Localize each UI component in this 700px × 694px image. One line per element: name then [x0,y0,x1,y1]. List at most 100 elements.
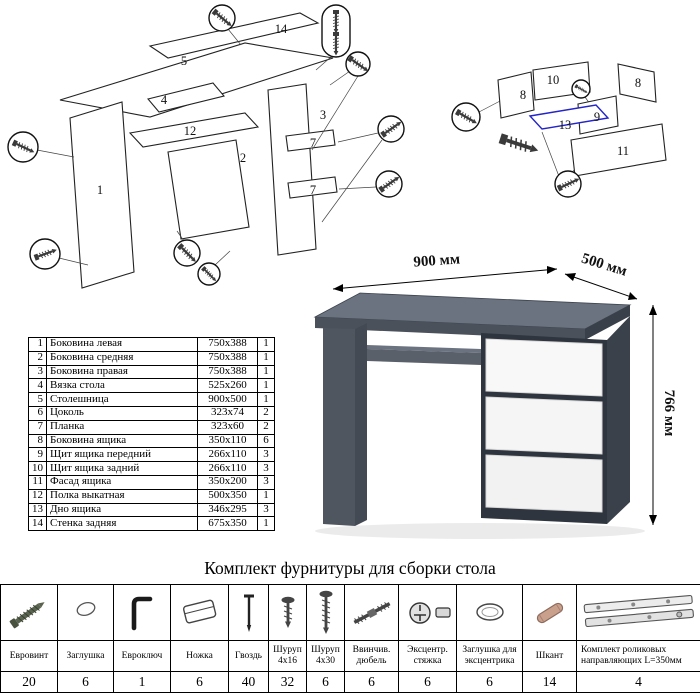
hardware-qty: 6 [306,671,345,693]
hardware-table: Евровинт Заглушка Евроключ Ножка Гвоздь … [0,584,700,693]
part-qty: 1 [257,337,275,352]
part-qty: 1 [257,516,275,532]
drawer-unit-right-side [607,316,630,524]
part-size: 350x200 [197,474,258,490]
screw-small-icon [268,584,307,641]
hardware-icons-row [0,584,700,641]
part-name: Планка [46,419,198,435]
keyboard-tray [367,349,481,365]
part-size: 500x350 [197,488,258,504]
panel-back-14 [148,12,320,59]
part-num: 11 [28,474,47,490]
hardware-qty: 32 [268,671,307,693]
panel-drawer-bottom-13 [528,104,610,130]
hardware-name: Шуруп 4x16 [268,640,307,672]
cap-icon [57,584,114,641]
desk-left-panel [323,328,355,526]
panel-right-side-3 [267,83,317,256]
part-size: 750x388 [197,364,258,380]
hardware-name: Евроключ [113,640,171,672]
part-size: 323x60 [197,419,258,435]
depth-dimension-label: 500 мм [580,251,629,280]
part-name: Боковина правая [46,364,198,380]
wood-dowel-icon [522,584,577,641]
panel-left-side-1 [69,101,135,289]
part-size: 750x388 [197,350,258,366]
part-qty: 3 [257,447,275,463]
part-size: 525x260 [197,378,258,394]
panel-drawer-side-8a [497,71,535,119]
width-dimension-label: 900 мм [413,251,461,270]
floor-shadow [315,523,645,539]
panel-mid-side-2 [167,139,250,240]
hardware-name: Эксцентр. стяжка [398,640,457,672]
part-number-label: 14 [275,22,288,36]
nail-icon [228,584,269,641]
confirmat-screw-icon [0,584,58,641]
dimension-annotations [332,266,657,525]
leader-lines [36,28,383,266]
part-name: Щит ящика задний [46,461,198,476]
hardware-name: Евровинт [0,640,58,672]
part-number-label: 7 [310,136,316,150]
part-name: Дно ящика [46,502,198,518]
part-qty: 2 [257,419,275,435]
hardware-qty-row: 20 6 1 6 40 32 6 6 6 6 14 4 [0,671,700,693]
part-name: Столешница [46,392,198,407]
part-num: 2 [28,350,47,366]
part-number-label: 2 [240,151,246,165]
hardware-name: Комплект роликовых направляющих L=350мм [576,640,700,672]
desk-top-front-edge [315,317,585,340]
desk-exploded-diagram: 14 5 4 12 2 3 7 7 1 [7,4,405,289]
part-number-label: 11 [617,144,629,158]
part-qty: 1 [257,350,275,366]
part-qty: 2 [257,405,275,421]
hardware-qty: 6 [456,671,523,693]
part-name: Полка выкатная [46,488,198,504]
part-number-label: 5 [181,54,187,68]
part-number-label: 12 [184,124,197,138]
hardware-name: Гвоздь [228,640,269,672]
hardware-name: Ввинчив. дюбель [344,640,399,672]
panel-plank-7b [287,176,338,199]
part-number-label: 4 [161,93,168,107]
panel-drawer-side-8b [617,63,657,103]
drawer-exploded-diagram: 10 8 8 9 13 11 [451,61,667,198]
part-name: Стенка задняя [46,516,198,532]
hardware-name: Заглушка [57,640,114,672]
part-number-labels: 14 5 4 12 2 3 7 7 1 [97,22,326,197]
threaded-dowel-icon [344,584,399,641]
panel-drawer-facade-11 [570,123,667,177]
hardware-qty: 6 [344,671,399,693]
hardware-name: Ножка [170,640,229,672]
hardware-names-row: Евровинт Заглушка Евроключ Ножка Гвоздь … [0,640,700,672]
part-name: Цоколь [46,405,198,421]
desk-render: 900 мм 500 мм 766 мм [313,251,677,539]
part-number-label: 7 [310,183,316,197]
part-size: 346x295 [197,502,258,518]
part-number-label: 3 [320,108,326,122]
part-name: Вязка стола [46,378,198,394]
part-number-label: 10 [547,73,560,87]
part-name: Боковина ящика [46,433,198,449]
hardware-qty: 1 [113,671,171,693]
keyboard-tray-top [367,345,481,353]
part-name: Щит ящика передний [46,447,198,463]
part-size: 750x388 [197,337,258,352]
part-size: 266x110 [197,447,258,463]
hardware-kit-title: Комплект фурнитуры для сборки стола [204,558,496,578]
part-number-label: 13 [559,118,572,132]
drawer-front-1 [485,338,603,397]
part-num: 13 [28,502,47,518]
